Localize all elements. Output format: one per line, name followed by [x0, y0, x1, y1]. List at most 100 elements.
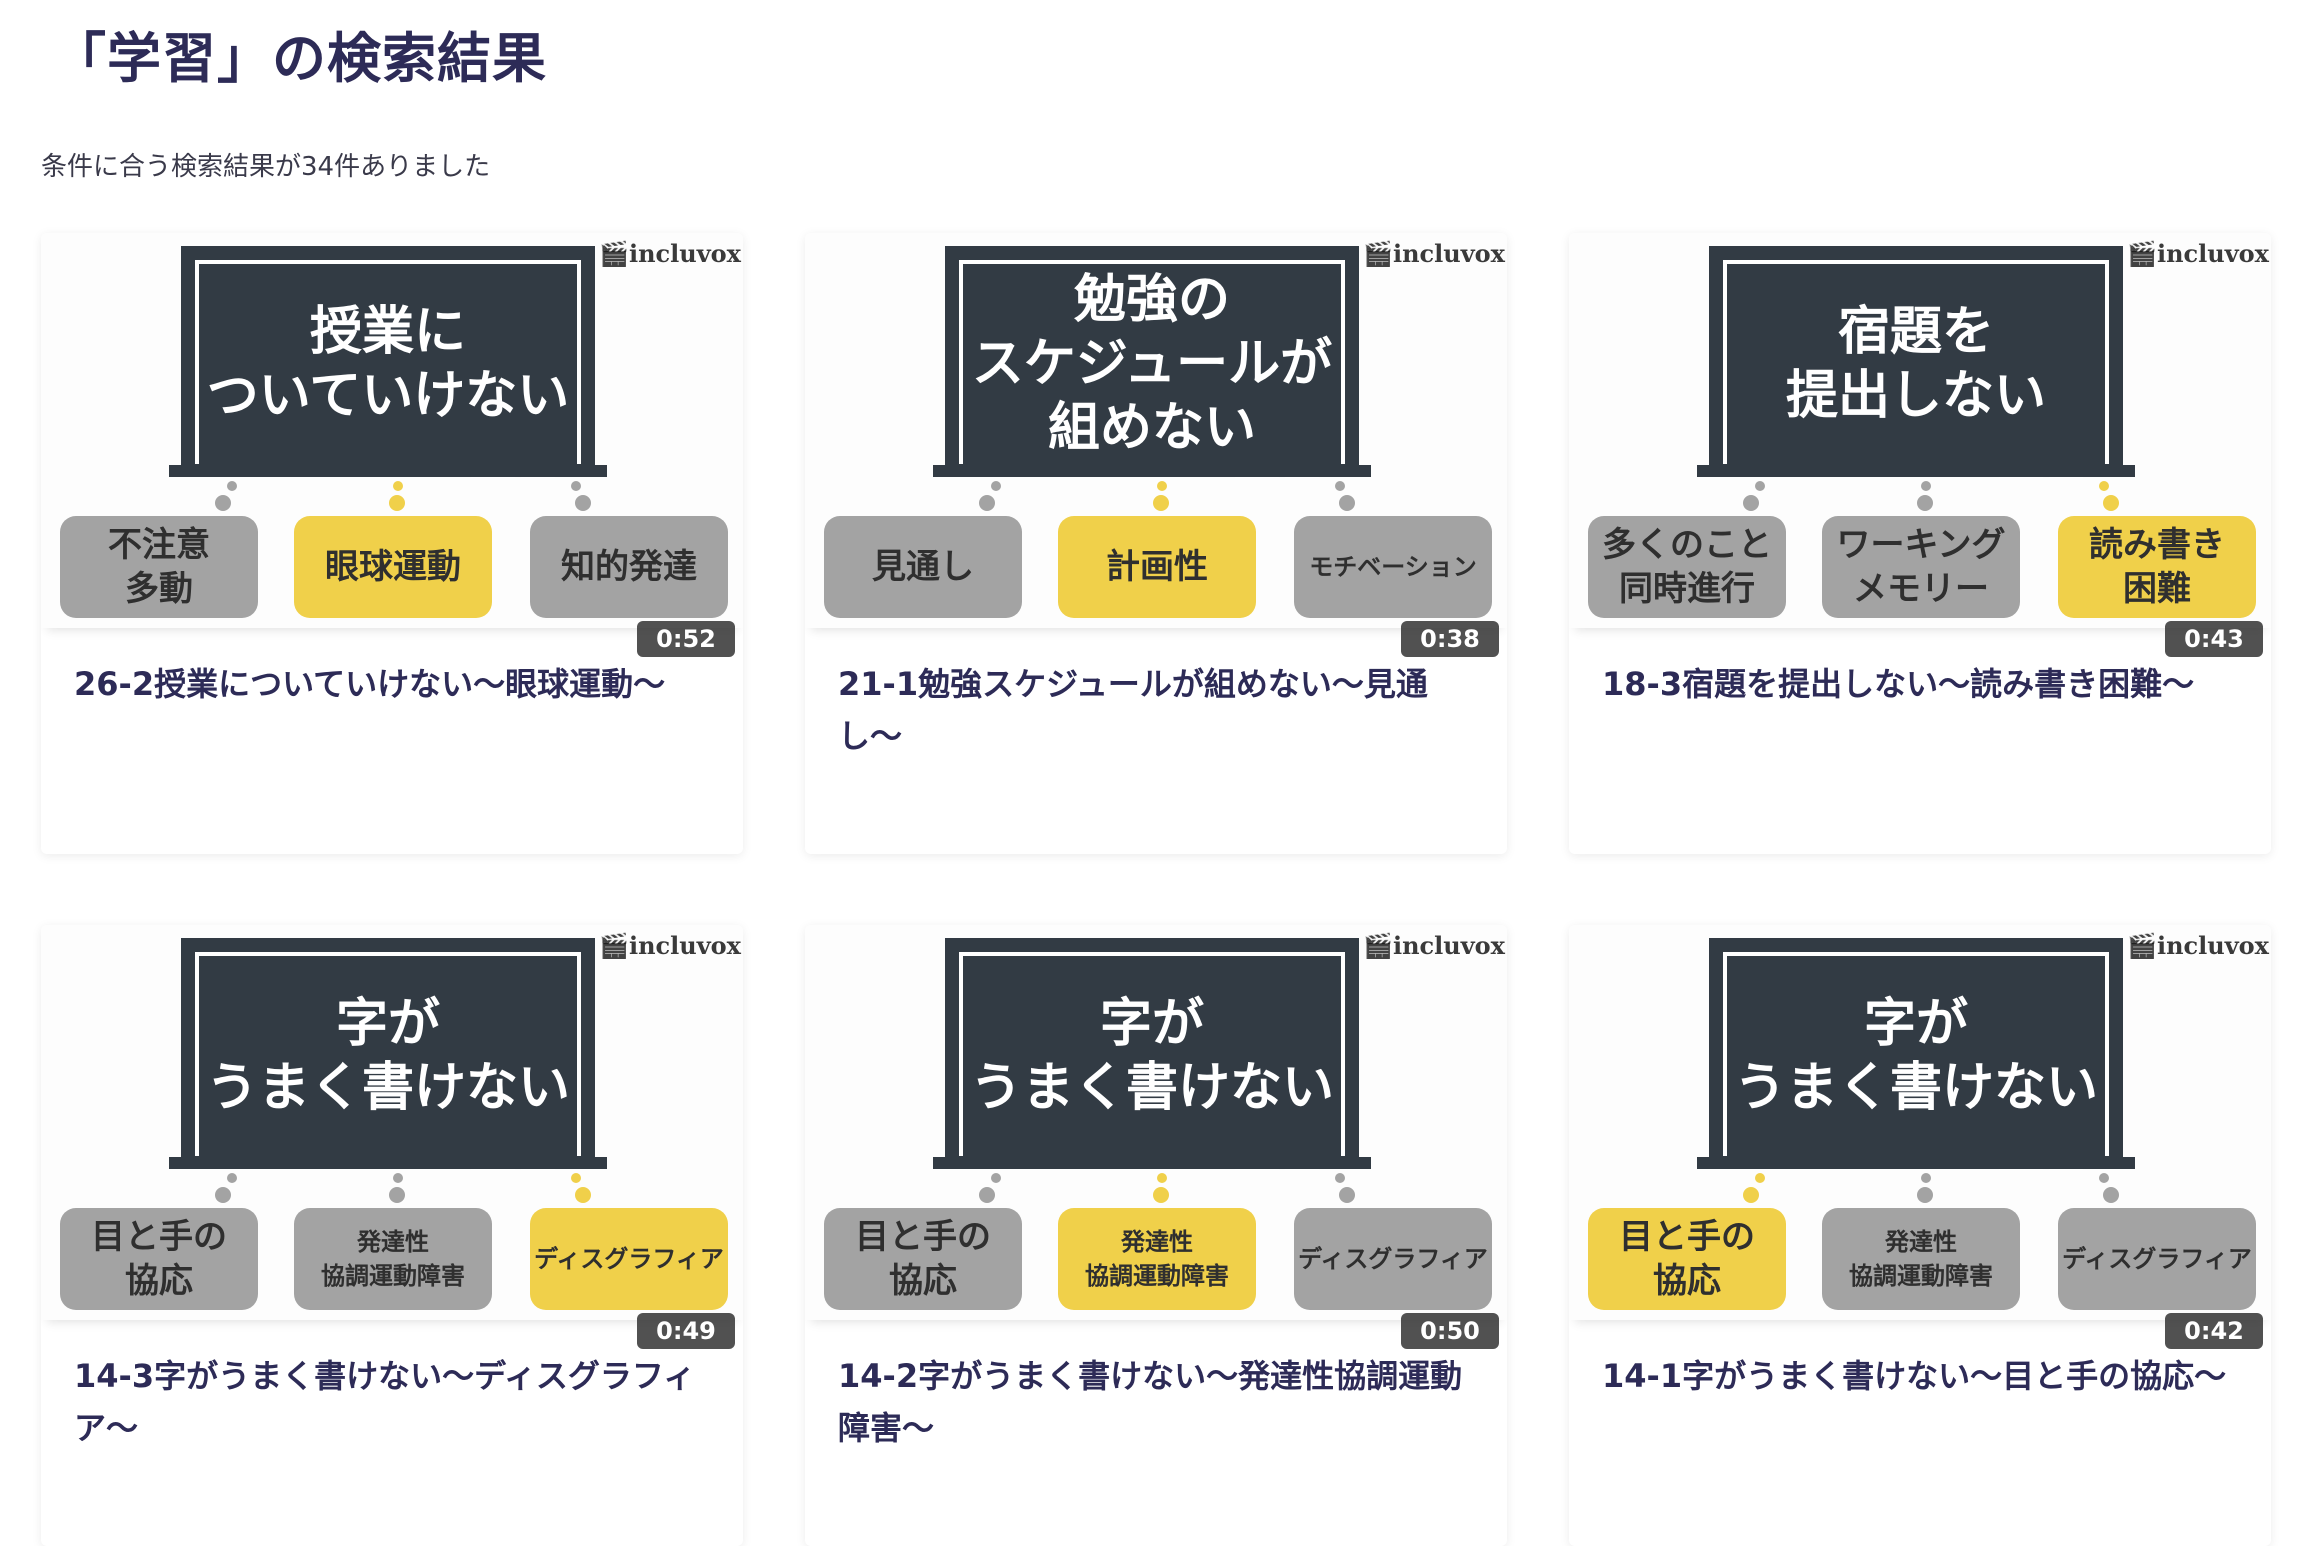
thought-bubble-dot — [575, 1187, 591, 1203]
incluvox-logo: 🎬incluvox — [599, 931, 741, 960]
thought-bubble-dot — [1339, 1187, 1355, 1203]
thought-bubble-dot — [1339, 495, 1355, 511]
thumbnail-tag: 不注意 多動 — [60, 516, 258, 618]
thought-bubble-dot — [389, 495, 405, 511]
thought-bubble-dot — [1755, 481, 1765, 491]
chalkboard: 字が うまく書けない — [1709, 938, 2123, 1170]
incluvox-logo: 🎬incluvox — [2127, 239, 2269, 268]
thought-bubble-dot — [991, 481, 1001, 491]
thought-bubble-dot — [2099, 1173, 2109, 1183]
video-title[interactable]: 21-1勉強スケジュールが組めない〜見通し〜 — [838, 665, 1428, 755]
video-title[interactable]: 14-3字がうまく書けない〜ディスグラフィア〜 — [74, 1357, 696, 1447]
thumbnail-tag: ディスグラフィア — [1294, 1208, 1492, 1310]
thought-bubble-dot — [571, 1173, 581, 1183]
thought-bubble-dot — [991, 1173, 1001, 1183]
duration-badge: 0:42 — [2165, 1313, 2263, 1349]
video-title[interactable]: 14-2字がうまく書けない〜発達性協調運動障害〜 — [838, 1357, 1463, 1447]
video-card[interactable]: 授業に ついていけない 🎬incluvox 不注意 多動眼球運動知的発達 0:5… — [41, 233, 743, 854]
chalkboard-ledge — [933, 1157, 1371, 1169]
thumbnail-tag: 目と手の 協応 — [1588, 1208, 1786, 1310]
thought-bubble-dot — [227, 481, 237, 491]
thumbnail-tag: 知的発達 — [530, 516, 728, 618]
video-title[interactable]: 14-1字がうまく書けない〜目と手の協応〜 — [1602, 1357, 2227, 1395]
thought-bubble-dot — [1917, 495, 1933, 511]
video-card[interactable]: 勉強の スケジュールが 組めない 🎬incluvox 見通し計画性モチベーション… — [805, 233, 1507, 854]
thought-bubble-dot — [1755, 1173, 1765, 1183]
thumbnail-tag: 眼球運動 — [294, 516, 492, 618]
thought-bubble-dot — [215, 1187, 231, 1203]
video-thumbnail[interactable]: 宿題を 提出しない 🎬incluvox 多くのこと 同時進行ワーキング メモリー… — [1569, 233, 2271, 657]
video-card[interactable]: 字が うまく書けない 🎬incluvox 目と手の 協応発達性 協調運動障害ディ… — [1569, 925, 2271, 1546]
thought-bubble-dot — [1157, 481, 1167, 491]
video-card[interactable]: 宿題を 提出しない 🎬incluvox 多くのこと 同時進行ワーキング メモリー… — [1569, 233, 2271, 854]
chalkboard: 字が うまく書けない — [181, 938, 595, 1170]
clapperboard-icon: 🎬 — [599, 239, 629, 268]
duration-badge: 0:49 — [637, 1313, 735, 1349]
thought-bubble-dot — [393, 1173, 403, 1183]
logo-text: incluvox — [628, 931, 741, 960]
thought-bubble-dot — [979, 1187, 995, 1203]
thought-bubble-dot — [1743, 1187, 1759, 1203]
clapperboard-icon: 🎬 — [2127, 239, 2157, 268]
chalkboard-text: 授業に ついていけない — [195, 260, 581, 464]
thought-bubble-dot — [1157, 1173, 1167, 1183]
chalkboard-text: 字が うまく書けない — [959, 952, 1345, 1156]
logo-text: incluvox — [1392, 239, 1505, 268]
thumbnail-tag: 目と手の 協応 — [60, 1208, 258, 1310]
thought-bubble-dot — [393, 481, 403, 491]
chalkboard-text: 宿題を 提出しない — [1723, 260, 2109, 464]
video-title[interactable]: 18-3宿題を提出しない〜読み書き困難〜 — [1602, 665, 2195, 703]
logo-text: incluvox — [1392, 931, 1505, 960]
thought-bubble-dot — [979, 495, 995, 511]
thumbnail-tag: 読み書き 困難 — [2058, 516, 2256, 618]
duration-badge: 0:52 — [637, 621, 735, 657]
chalkboard-ledge — [169, 465, 607, 477]
video-thumbnail[interactable]: 授業に ついていけない 🎬incluvox 不注意 多動眼球運動知的発達 0:5… — [41, 233, 743, 657]
chalkboard-ledge — [1697, 465, 2135, 477]
chalkboard: 授業に ついていけない — [181, 246, 595, 478]
thought-bubble-dot — [227, 1173, 237, 1183]
video-thumbnail[interactable]: 字が うまく書けない 🎬incluvox 目と手の 協応発達性 協調運動障害ディ… — [1569, 925, 2271, 1349]
thought-bubble-dot — [571, 481, 581, 491]
thought-bubble-dot — [1153, 1187, 1169, 1203]
duration-badge: 0:50 — [1401, 1313, 1499, 1349]
clapperboard-icon: 🎬 — [599, 931, 629, 960]
thumbnail-tag: ディスグラフィア — [2058, 1208, 2256, 1310]
thought-bubble-dot — [215, 495, 231, 511]
logo-text: incluvox — [628, 239, 741, 268]
video-thumbnail[interactable]: 勉強の スケジュールが 組めない 🎬incluvox 見通し計画性モチベーション… — [805, 233, 1507, 657]
thumbnail-tag: 見通し — [824, 516, 1022, 618]
thought-bubble-dot — [1921, 481, 1931, 491]
duration-badge: 0:38 — [1401, 621, 1499, 657]
logo-text: incluvox — [2156, 931, 2269, 960]
clapperboard-icon: 🎬 — [1363, 239, 1393, 268]
chalkboard: 字が うまく書けない — [945, 938, 1359, 1170]
thought-bubble-dot — [1917, 1187, 1933, 1203]
thumbnail-tag: ディスグラフィア — [530, 1208, 728, 1310]
thought-bubble-dot — [1921, 1173, 1931, 1183]
thought-bubble-dot — [1153, 495, 1169, 511]
chalkboard: 勉強の スケジュールが 組めない — [945, 246, 1359, 478]
incluvox-logo: 🎬incluvox — [1363, 239, 1505, 268]
clapperboard-icon: 🎬 — [2127, 931, 2157, 960]
thought-bubble-dot — [2103, 495, 2119, 511]
chalkboard-ledge — [933, 465, 1371, 477]
video-title[interactable]: 26-2授業についていけない〜眼球運動〜 — [74, 665, 666, 703]
thumbnail-tag: モチベーション — [1294, 516, 1492, 618]
thought-bubble-dot — [2103, 1187, 2119, 1203]
video-card[interactable]: 字が うまく書けない 🎬incluvox 目と手の 協応発達性 協調運動障害ディ… — [805, 925, 1507, 1546]
clapperboard-icon: 🎬 — [1363, 931, 1393, 960]
chalkboard-text: 字が うまく書けない — [1723, 952, 2109, 1156]
incluvox-logo: 🎬incluvox — [2127, 931, 2269, 960]
result-count: 条件に合う検索結果が34件ありました — [41, 152, 491, 182]
video-card[interactable]: 字が うまく書けない 🎬incluvox 目と手の 協応発達性 協調運動障害ディ… — [41, 925, 743, 1546]
thumbnail-tag: 多くのこと 同時進行 — [1588, 516, 1786, 618]
thought-bubble-dot — [1335, 1173, 1345, 1183]
incluvox-logo: 🎬incluvox — [599, 239, 741, 268]
page-title: 「学習」の検索結果 — [52, 27, 547, 90]
chalkboard-text: 勉強の スケジュールが 組めない — [959, 260, 1345, 464]
thumbnail-tag: ワーキング メモリー — [1822, 516, 2020, 618]
video-thumbnail[interactable]: 字が うまく書けない 🎬incluvox 目と手の 協応発達性 協調運動障害ディ… — [41, 925, 743, 1349]
video-thumbnail[interactable]: 字が うまく書けない 🎬incluvox 目と手の 協応発達性 協調運動障害ディ… — [805, 925, 1507, 1349]
thought-bubble-dot — [2099, 481, 2109, 491]
